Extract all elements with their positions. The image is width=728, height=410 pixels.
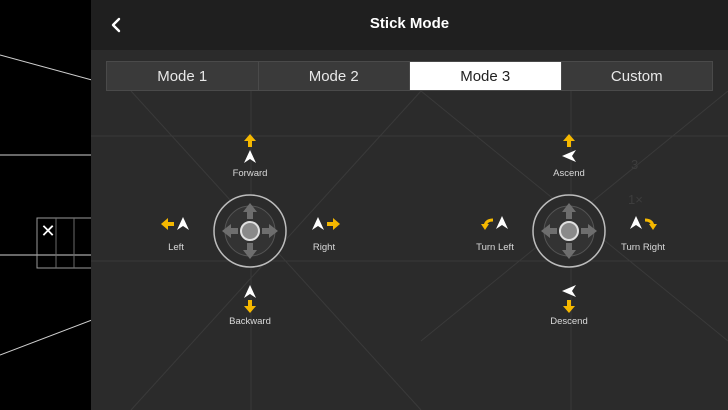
left-stick-diagram	[213, 194, 287, 268]
right-arrow-icon	[312, 217, 340, 230]
ascend-label: Ascend	[553, 168, 585, 179]
right-label: Right	[312, 242, 336, 253]
descend-arrow-icon	[562, 285, 576, 313]
page-title: Stick Mode	[369, 15, 450, 32]
tab-mode-2[interactable]: Mode 2	[259, 62, 410, 90]
forward-arrow-icon	[244, 134, 256, 163]
turn-left-label: Turn Left	[476, 242, 514, 253]
right-stick-diagram	[532, 194, 606, 268]
close-icon[interactable]: ✕	[40, 221, 56, 241]
ascend-arrow-icon	[562, 134, 576, 162]
chevron-left-icon	[111, 17, 121, 33]
background-lines	[0, 54, 92, 356]
header: Stick Mode	[91, 0, 728, 50]
back-button[interactable]	[103, 12, 129, 38]
turn-left-arrow-icon	[481, 216, 508, 230]
svg-text:3: 3	[631, 157, 638, 172]
backward-label: Backward	[229, 316, 271, 327]
backward-arrow-icon	[244, 285, 256, 313]
stick-mode-panel: Stick Mode Mode 1 Mode 2 Mode 3 Custom 3…	[91, 0, 728, 410]
left-arrow-icon	[161, 217, 189, 230]
tab-mode-3[interactable]: Mode 3	[410, 62, 562, 90]
tab-mode-1[interactable]: Mode 1	[107, 62, 259, 90]
forward-label: Forward	[232, 168, 268, 179]
turn-right-label: Turn Right	[621, 242, 665, 253]
svg-text:1×: 1×	[628, 192, 643, 207]
mode-tabs: Mode 1 Mode 2 Mode 3 Custom	[106, 61, 713, 91]
left-label: Left	[168, 242, 184, 253]
turn-right-arrow-icon	[630, 216, 657, 230]
tab-custom[interactable]: Custom	[610, 67, 663, 85]
descend-label: Descend	[550, 316, 588, 327]
camera-background: ✕	[0, 0, 92, 410]
